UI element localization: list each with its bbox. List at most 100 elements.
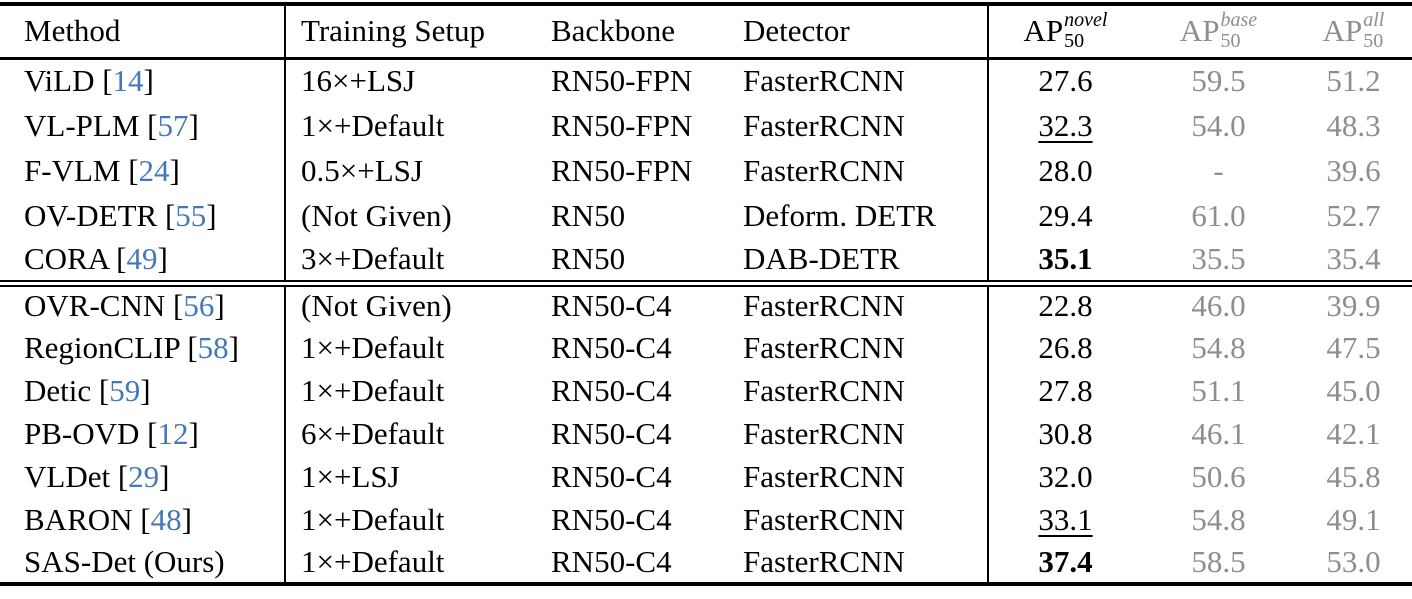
- method-cell: Detic [59]: [0, 369, 286, 412]
- training-setup-cell: 0.5×+LSJ: [301, 152, 423, 188]
- citation-bracket: [: [164, 197, 176, 233]
- citation-bracket: [: [116, 240, 127, 276]
- citation-bracket: ]: [188, 415, 199, 451]
- method-cell: ViLD [14]: [0, 58, 286, 103]
- citation-bracket: [: [117, 458, 129, 494]
- ap-novel-cell: 33.1: [988, 498, 1142, 541]
- table-row: ViLD [14] 16×+LSJ RN50-FPN FasterRCNN 27…: [0, 58, 1412, 103]
- citation-link[interactable]: 59: [109, 372, 141, 408]
- ap-all-cell: 39.6: [1326, 152, 1381, 188]
- method-name: PB-OVD: [24, 415, 140, 451]
- method-name: VLDet: [24, 458, 111, 494]
- ap-novel-cell: 37.4: [988, 541, 1142, 584]
- col-header-backbone: Backbone: [540, 4, 735, 60]
- method-name: BARON: [24, 501, 133, 537]
- ap-novel-value: 33.1: [1038, 501, 1093, 537]
- method-name: F-VLM: [24, 152, 121, 188]
- ap-novel-cell: 28.0: [1038, 152, 1093, 188]
- ap-novel-cell: 32.0: [1038, 458, 1093, 494]
- citation-bracket: ]: [228, 329, 239, 365]
- method-name: ViLD: [24, 63, 95, 99]
- citation-link[interactable]: 55: [175, 197, 207, 233]
- ap-all-cell: 42.1: [1326, 415, 1381, 451]
- training-setup-cell: 1×+Default: [301, 501, 445, 537]
- method-cell: RegionCLIP [58]: [0, 326, 286, 369]
- ap-all-cell: 49.1: [1326, 501, 1381, 537]
- method-cell: OVR-CNN [56]: [0, 279, 286, 326]
- backbone-cell: RN50-C4: [551, 329, 672, 365]
- citation-bracket: ]: [188, 107, 199, 143]
- backbone-cell: RN50: [551, 197, 626, 233]
- citation-link[interactable]: 48: [150, 501, 182, 537]
- ap-novel-value: 35.1: [1038, 240, 1093, 276]
- ap-all-cell: 45.0: [1326, 372, 1381, 408]
- col-header-method: Method: [0, 4, 286, 60]
- method-name: CORA: [24, 240, 109, 276]
- table-row: BARON [48] 1×+Default RN50-C4 FasterRCNN…: [0, 498, 1412, 541]
- method-name: SAS-Det: [24, 543, 136, 579]
- citation-link[interactable]: 12: [157, 415, 189, 451]
- ap-novel-cell: 22.8: [988, 279, 1142, 326]
- table-row: VL-PLM [57] 1×+Default RN50-FPN FasterRC…: [0, 103, 1412, 148]
- citation-bracket: [: [140, 501, 151, 537]
- detector-cell: FasterRCNN: [735, 455, 989, 498]
- col-header-training-setup: Training Setup: [285, 4, 540, 60]
- backbone-cell: RN50-C4: [551, 543, 672, 579]
- citation-bracket: [: [147, 107, 158, 143]
- method-name: Detic: [24, 372, 92, 408]
- citation-bracket: [: [102, 63, 113, 99]
- detector-cell: Deform. DETR: [735, 193, 989, 238]
- citation-link[interactable]: 49: [126, 240, 158, 276]
- ap-novel-cell: 29.4: [1038, 197, 1093, 233]
- training-setup-cell: (Not Given): [285, 279, 540, 326]
- ap-base-cell: 61.0: [1191, 197, 1246, 233]
- detector-cell: FasterRCNN: [735, 103, 989, 148]
- method-cell: VL-PLM [57]: [0, 103, 286, 148]
- backbone-cell: RN50-C4: [551, 372, 672, 408]
- detector-cell: FasterRCNN: [735, 326, 989, 369]
- citation-bracket: [: [187, 329, 198, 365]
- training-setup-cell: 1×+LSJ: [301, 458, 400, 494]
- ap-all-cell: 35.4: [1326, 240, 1381, 276]
- method-name: VL-PLM: [24, 107, 140, 143]
- ap-base-cell: 54.8: [1191, 329, 1246, 365]
- citation-link[interactable]: 14: [112, 63, 144, 99]
- citation-link[interactable]: 29: [128, 458, 160, 494]
- ap-novel-value: 37.4: [1038, 543, 1093, 579]
- ap-all-cell: 53.0: [1326, 543, 1381, 579]
- ap-all-cell: 47.5: [1326, 329, 1381, 365]
- method-cell: OV-DETR [55]: [0, 193, 286, 238]
- detector-cell: FasterRCNN: [735, 369, 989, 412]
- table-row: PB-OVD [12] 6×+Default RN50-C4 FasterRCN…: [0, 412, 1412, 455]
- citation-link[interactable]: 56: [183, 288, 215, 324]
- ap-novel-cell: 27.8: [1038, 372, 1093, 408]
- citation-bracket: ]: [206, 197, 217, 233]
- citation-bracket: ]: [159, 458, 170, 494]
- ap-all-cell: 39.9: [1295, 279, 1412, 326]
- ap-base-cell: -: [1213, 152, 1224, 188]
- header-row: Method Training Setup Backbone Detector …: [0, 4, 1412, 60]
- citation-link[interactable]: 58: [197, 329, 229, 365]
- ap-novel-cell: 32.3: [988, 103, 1142, 148]
- ap-all-cell: 48.3: [1326, 107, 1381, 143]
- backbone-cell: RN50-FPN: [551, 63, 693, 99]
- table-row: CORA [49] 3×+Default RN50 DAB-DETR 35.1 …: [0, 238, 1412, 283]
- training-setup-cell: 3×+Default: [301, 240, 445, 276]
- table-row: Detic [59] 1×+Default RN50-C4 FasterRCNN…: [0, 369, 1412, 412]
- table-row-ours: SAS-Det (Ours) 1×+Default RN50-C4 Faster…: [0, 541, 1412, 584]
- ap-novel-value: 32.3: [1038, 107, 1093, 143]
- detector-cell: DAB-DETR: [735, 238, 989, 283]
- table-row: OV-DETR [55] (Not Given) RN50 Deform. DE…: [0, 193, 1412, 238]
- citation-bracket: ]: [140, 372, 151, 408]
- table-row: OVR-CNN [56] (Not Given) RN50-C4 FasterR…: [0, 279, 1412, 326]
- method-cell: VLDet [29]: [0, 455, 286, 498]
- citation-link[interactable]: 24: [138, 152, 170, 188]
- citation-link[interactable]: 57: [157, 107, 189, 143]
- training-setup-cell: 1×+Default: [301, 329, 445, 365]
- table-row: F-VLM [24] 0.5×+LSJ RN50-FPN FasterRCNN …: [0, 148, 1412, 193]
